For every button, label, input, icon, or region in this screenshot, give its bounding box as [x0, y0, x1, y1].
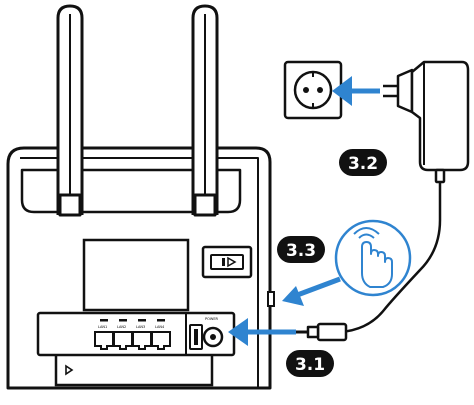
router-body [6, 146, 272, 390]
step-badge-3-2: 3.2 [339, 149, 387, 176]
power-cable [326, 182, 442, 334]
step-badge-3-1: 3.1 [286, 350, 334, 377]
port-panel: LAN1 LAN2 LAN3 LAN4 POWER [36, 311, 236, 357]
arrow-to-socket-head [332, 76, 352, 106]
left-antenna [56, 4, 84, 217]
pointing-hand-icon [361, 241, 393, 288]
lan4-label: LAN4 [155, 325, 165, 329]
svg-text:3.2: 3.2 [348, 154, 378, 174]
right-antenna [191, 4, 219, 217]
press-button-icon [334, 219, 412, 297]
lan-port-4 [151, 331, 171, 350]
router-inner-frame [20, 157, 259, 388]
dc-plug [296, 322, 348, 342]
antenna-recess [20, 168, 242, 214]
side-button [267, 291, 275, 307]
arrow-to-power-head [228, 318, 248, 346]
step-badge-3-3: 3.3 [277, 236, 325, 263]
lan-port-2 [113, 331, 133, 350]
lan-port-1 [94, 331, 114, 350]
svg-text:3.1: 3.1 [295, 355, 325, 375]
wall-socket [283, 60, 343, 120]
router [6, 146, 272, 390]
lan3-label: LAN3 [136, 325, 145, 329]
power-label: POWER [205, 317, 219, 321]
antennas [56, 4, 219, 217]
lan2-label: LAN2 [117, 325, 126, 329]
power-adapter [383, 60, 470, 184]
lower-compartment [54, 355, 214, 387]
lan-port-3 [132, 331, 152, 350]
lan1-label: LAN1 [98, 325, 107, 329]
sim-slot [201, 245, 253, 279]
svg-text:3.3: 3.3 [286, 241, 316, 261]
arrow-to-button-head [282, 286, 304, 306]
arrow-to-button-shaft [291, 276, 341, 300]
arrows [228, 76, 380, 346]
rear-label-plate [82, 238, 190, 312]
